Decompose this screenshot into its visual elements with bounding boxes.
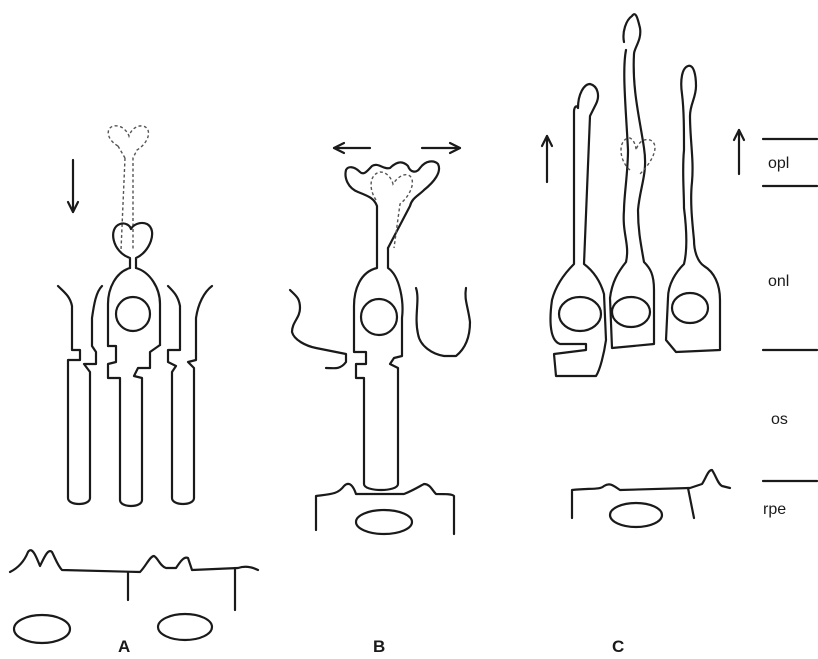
layer-scale: opl onl os rpe	[763, 139, 817, 518]
arrow-down-icon	[68, 160, 78, 212]
rpe-borders-a	[128, 568, 235, 610]
neighbor-cell-left-b	[290, 290, 346, 368]
rpe-nucleus-c	[610, 503, 662, 527]
rpe-border-c	[688, 488, 694, 518]
rpe-nucleus-a2	[158, 614, 212, 640]
panel-label-a: A	[118, 637, 130, 656]
panel-label-b: B	[373, 637, 385, 656]
neighbor-cell-right-b	[416, 288, 470, 356]
cell-body-left	[58, 286, 102, 504]
rpe-layer-c	[572, 470, 730, 518]
cell-right-c	[666, 66, 720, 352]
layer-label-rpe: rpe	[763, 501, 786, 518]
outer-segment-center	[108, 345, 160, 506]
panel-c: C	[542, 14, 744, 656]
layer-label-onl: onl	[768, 273, 789, 290]
panel-b: B	[290, 143, 470, 656]
nucleus-b	[361, 299, 397, 335]
nucleus-c-middle	[612, 297, 650, 327]
nucleus-center	[116, 297, 150, 331]
rpe-nucleus-b	[356, 510, 412, 534]
layer-label-os: os	[771, 411, 788, 428]
layer-label-opl: opl	[768, 155, 789, 172]
nucleus-c-left	[559, 297, 601, 331]
panel-a: A	[10, 126, 258, 656]
arrow-left-right-icon	[334, 143, 460, 153]
panel-label-c: C	[612, 637, 624, 656]
synaptic-terminal-spread	[346, 161, 440, 248]
nucleus-c-right	[672, 293, 708, 323]
rpe-layer-a	[10, 550, 258, 572]
cell-body-center	[108, 268, 160, 346]
cell-body-right	[168, 286, 212, 504]
cell-body-b	[354, 248, 402, 490]
arrow-up-icon	[542, 136, 552, 182]
rpe-nucleus-a1	[14, 615, 70, 643]
cell-left-c	[550, 84, 606, 376]
arrow-up-icon-2	[734, 130, 744, 174]
